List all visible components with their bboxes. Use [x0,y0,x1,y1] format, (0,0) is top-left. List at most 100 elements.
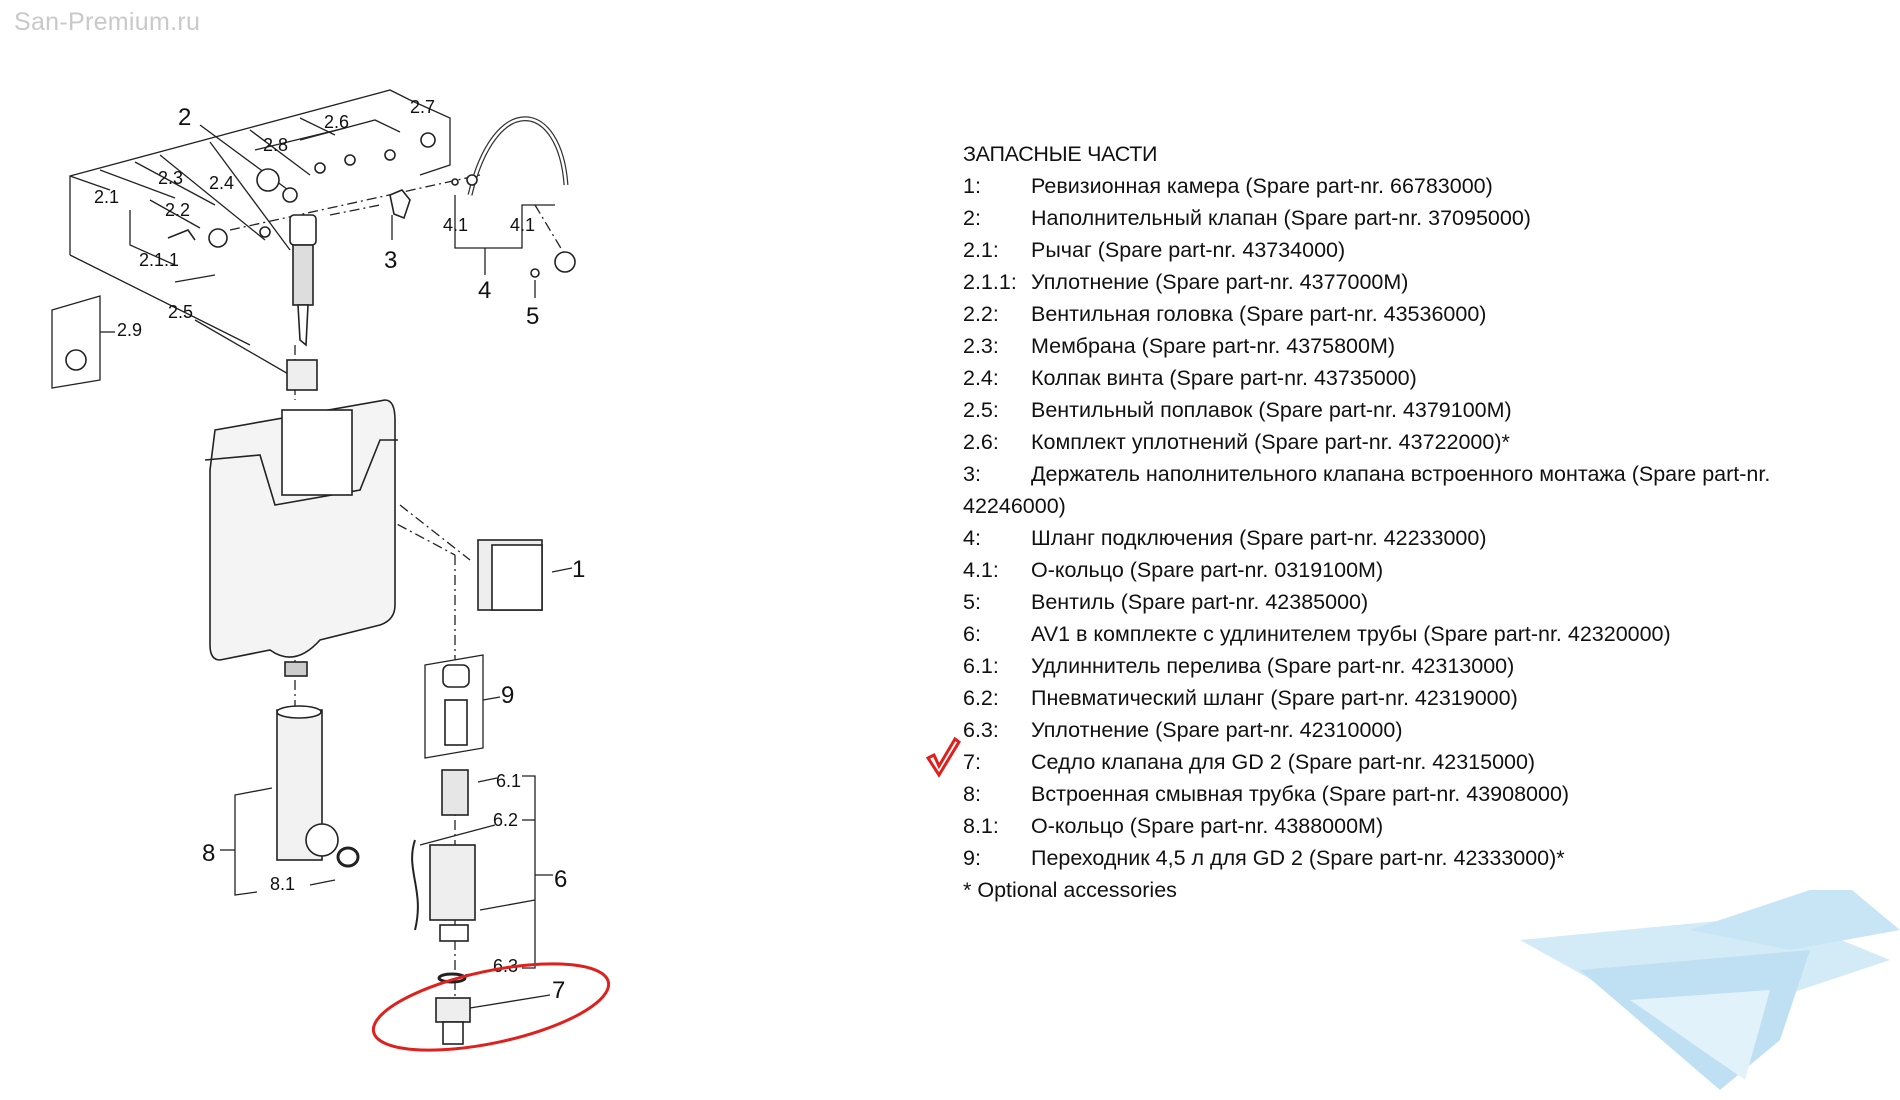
label-4: 4 [478,277,491,304]
part-number-label: 6.2: [963,686,999,710]
part-number-label: 3: [963,462,981,486]
exploded-parts-diagram: 2 2.7 2.6 2.8 2.3 2.4 2.1 2.2 2.1.1 3 4.… [51,89,611,1052]
parts-list-item: 2.4: Колпак винта (Spare part-nr. 4373500… [963,362,1873,394]
parts-list-item: 6: AV1 в комплекте с удлинителем трубы (S… [963,618,1873,650]
label-2-1: 2.1 [94,187,119,207]
label-2-6: 2.6 [324,112,349,132]
bathtub-logo-icon [1520,890,1900,1090]
footnote: * Optional accessories [963,878,1177,902]
parts-list-item: 3:Держатель наполнительного клапана встр… [963,458,1873,522]
part-number-label: 7: [963,750,981,774]
label-2-2: 2.2 [165,200,190,220]
part-number-label: 5: [963,590,981,614]
label-5: 5 [526,303,539,330]
part-description: Ревизионная камера (Spare part-nr. 66783… [1031,174,1493,198]
label-3: 3 [384,247,397,274]
label-6: 6 [554,866,567,893]
parts-list-item: 8.1: О-кольцо (Spare part-nr. 4388000M) [963,810,1873,842]
part-description: Мембрана (Spare part-nr. 4375800M) [1031,334,1396,358]
part-description: Встроенная смывная трубка (Spare part-nr… [1031,782,1570,806]
label-9: 9 [501,682,514,709]
parts-list-item: 1: Ревизионная камера (Spare part-nr. 667… [963,170,1873,202]
part-description: Вентиль (Spare part-nr. 42385000) [1031,590,1369,614]
parts-list-item: 6.2: Пневматический шланг (Spare part-nr.… [963,682,1873,714]
part-number-label: 6: [963,622,981,646]
part-number-label: 2.5: [963,398,999,422]
part-number-label: 4.1: [963,558,999,582]
parts-list-item: 2.1: Рычаг (Spare part-nr. 43734000) [963,234,1873,266]
part-description: Вентильный поплавок (Spare part-nr. 4379… [1031,398,1512,422]
part-description: Вентильная головка (Spare part-nr. 43536… [1031,302,1487,326]
part-description: Колпак винта (Spare part-nr. 43735000) [1031,366,1417,390]
label-2-9: 2.9 [117,320,142,340]
part-number-label: 6.3: [963,718,999,742]
parts-list-item: 4: Шланг подключения (Spare part-nr. 4223… [963,522,1873,554]
watermark: San-Premium.ru [14,8,201,36]
label-6-3: 6.3 [493,956,518,976]
label-4-1a: 4.1 [443,215,468,235]
part-description: Удлиннитель перелива (Spare part-nr. 423… [1031,654,1515,678]
part-number-label: 6.1: [963,654,999,678]
label-2-3: 2.3 [158,168,183,188]
parts-list-item: 8: Встроенная смывная трубка (Spare part-… [963,778,1873,810]
part-description: О-кольцо (Spare part-nr. 4388000M) [1031,814,1384,838]
part-description: AV1 в комплекте с удлинителем трубы (Spa… [1031,622,1671,646]
parts-list-item: 6.3: Уплотнение (Spare part-nr. 42310000) [963,714,1873,746]
label-2-4: 2.4 [209,173,234,193]
part-number-label: 1: [963,174,981,198]
part-number-label: 4: [963,526,981,550]
part-description: Уплотнение (Spare part-nr. 42310000) [1031,718,1403,742]
part-description: Держатель наполнительного клапана встрое… [963,462,1771,518]
parts-items: 1: Ревизионная камера (Spare part-nr. 667… [963,170,1873,874]
part-shapes [65,132,576,1045]
label-8-1: 8.1 [270,874,295,894]
part-description: Наполнительный клапан (Spare part-nr. 37… [1031,206,1531,230]
label-6-2: 6.2 [493,810,518,830]
label-4-1b: 4.1 [510,215,535,235]
spare-parts-list: ЗАПАСНЫЕ ЧАСТИ 1: Ревизионная камера (Spa… [963,138,1873,906]
label-2-1-1: 2.1.1 [139,250,179,270]
parts-list-item: 2.3: Мембрана (Spare part-nr. 4375800M) [963,330,1873,362]
label-6-1: 6.1 [496,771,521,791]
part-number-label: 8: [963,782,981,806]
parts-list-item: 2.6: Комплект уплотнений (Spare part-nr. … [963,426,1873,458]
label-2-8: 2.8 [263,135,288,155]
part-description: Пневматический шланг (Spare part-nr. 423… [1031,686,1518,710]
label-2: 2 [178,104,191,131]
parts-list-item: 5: Вентиль (Spare part-nr. 42385000) [963,586,1873,618]
parts-list-item: 6.1: Удлиннитель перелива (Spare part-nr.… [963,650,1873,682]
highlight-ellipse-part-7 [371,962,611,1052]
part-number-label: 2.6: [963,430,999,454]
part-number-label: 8.1: [963,814,999,838]
part-number-label: 2.1.1: [963,270,1017,294]
callout-labels: 2 2.7 2.6 2.8 2.3 2.4 2.1 2.2 2.1.1 3 4.… [94,97,585,1004]
parts-list-item: 2.5: Вентильный поплавок (Spare part-nr. … [963,394,1873,426]
parts-list-item: 7: Седло клапана для GD 2 (Spare part-nr.… [963,746,1873,778]
part-number-label: 9: [963,846,981,870]
label-8: 8 [202,840,215,867]
label-2-7: 2.7 [410,97,435,117]
part-number-label: 2.1: [963,238,999,262]
part-number-label: 2.4: [963,366,999,390]
part-description: Уплотнение (Spare part-nr. 4377000M) [1031,270,1409,294]
parts-list-item: 2: Наполнительный клапан (Spare part-nr. … [963,202,1873,234]
parts-list-item: 9: Переходник 4,5 л для GD 2 (Spare part-… [963,842,1873,874]
label-2-5: 2.5 [168,302,193,322]
parts-list-item: 2.2: Вентильная головка (Spare part-nr. 4… [963,298,1873,330]
part-description: О-кольцо (Spare part-nr. 0319100M) [1031,558,1384,582]
label-7: 7 [552,977,565,1004]
part-number-label: 2.3: [963,334,999,358]
part-description: Седло клапана для GD 2 (Spare part-nr. 4… [1031,750,1536,774]
checkmark-icon [926,736,961,778]
label-1: 1 [572,556,585,583]
part-description: Рычаг (Spare part-nr. 43734000) [1031,238,1346,262]
parts-list-item: 2.1.1: Уплотнение (Spare part-nr. 4377000… [963,266,1873,298]
leader-lines [51,89,573,1030]
part-number-label: 2: [963,206,981,230]
part-number-label: 2.2: [963,302,999,326]
part-description: Шланг подключения (Spare part-nr. 422330… [1031,526,1487,550]
part-description: Комплект уплотнений (Spare part-nr. 4372… [1031,430,1510,454]
parts-list-item: 4.1: О-кольцо (Spare part-nr. 0319100M) [963,554,1873,586]
part-description: Переходник 4,5 л для GD 2 (Spare part-nr… [1031,846,1565,870]
parts-list-title: ЗАПАСНЫЕ ЧАСТИ [963,142,1158,166]
